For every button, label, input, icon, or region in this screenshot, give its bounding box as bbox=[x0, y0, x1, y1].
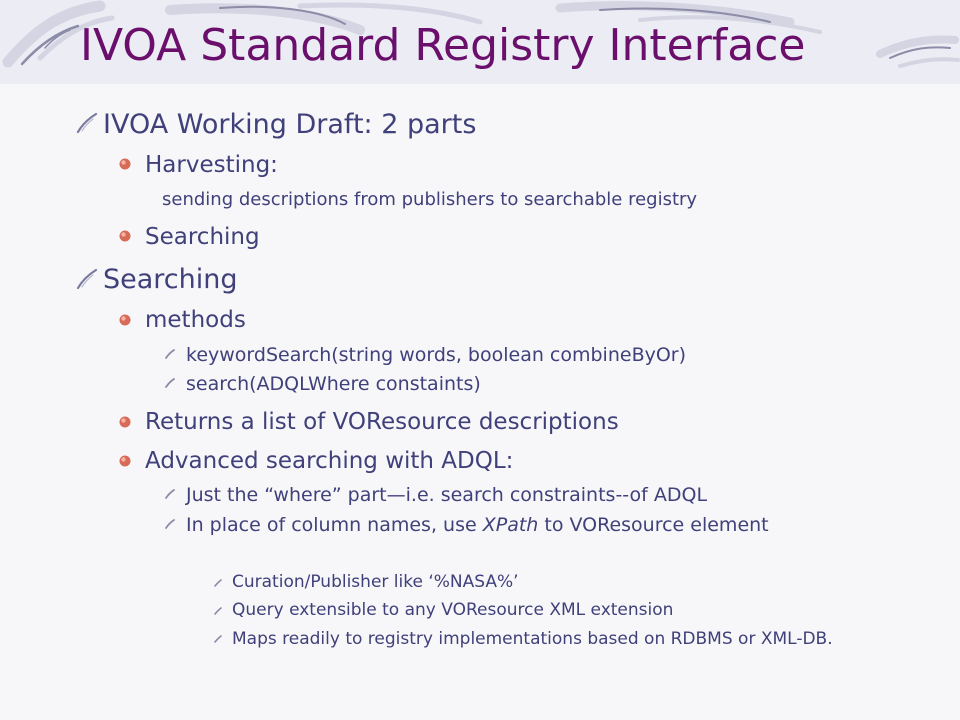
harvesting-description: sending descriptions from publishers to … bbox=[162, 189, 698, 210]
round-dot-icon bbox=[119, 230, 131, 242]
query-extensible: Query extensible to any VOResource XML e… bbox=[232, 600, 674, 620]
xpath-emphasis: XPath bbox=[482, 514, 539, 536]
quill-stroke-icon bbox=[76, 268, 98, 290]
bullet-advanced-searching: Advanced searching with ADQL: bbox=[145, 448, 514, 474]
curation-publisher-example: Curation/Publisher like ‘%NASA%’ bbox=[232, 572, 519, 592]
bullet-searching-section: Searching bbox=[103, 264, 238, 295]
xpath-text-before: In place of column names, use bbox=[186, 514, 483, 536]
bullet-methods: methods bbox=[145, 307, 246, 333]
quill-stroke-icon bbox=[214, 607, 222, 615]
round-dot-icon bbox=[119, 158, 131, 170]
quill-stroke-icon bbox=[165, 378, 175, 388]
quill-stroke-icon bbox=[76, 112, 98, 134]
round-dot-icon bbox=[119, 314, 131, 326]
quill-stroke-icon bbox=[165, 489, 175, 499]
slide-title: IVOA Standard Registry Interface bbox=[80, 20, 806, 71]
method-search: search(ADQLWhere constaints) bbox=[186, 373, 481, 395]
xpath-text-after: to VOResource element bbox=[538, 514, 769, 536]
quill-stroke-icon bbox=[214, 635, 222, 643]
round-dot-icon bbox=[119, 416, 131, 428]
bullet-ivoa-working-draft: IVOA Working Draft: 2 parts bbox=[103, 109, 477, 140]
xpath-column-names: In place of column names, use XPath to V… bbox=[186, 515, 846, 536]
bullet-harvesting: Harvesting: bbox=[145, 152, 278, 178]
brush-stroke-decoration bbox=[0, 0, 960, 100]
maps-readily: Maps readily to registry implementations… bbox=[232, 629, 833, 649]
quill-stroke-icon bbox=[214, 579, 222, 587]
bullet-searching-part: Searching bbox=[145, 224, 260, 250]
quill-stroke-icon bbox=[165, 349, 175, 359]
bullet-returns-list: Returns a list of VOResource description… bbox=[145, 409, 619, 435]
method-keyword-search: keywordSearch(string words, boolean comb… bbox=[186, 344, 687, 366]
adql-where-part: Just the “where” part—i.e. search constr… bbox=[186, 484, 708, 506]
quill-stroke-icon bbox=[165, 519, 175, 529]
round-dot-icon bbox=[119, 455, 131, 467]
